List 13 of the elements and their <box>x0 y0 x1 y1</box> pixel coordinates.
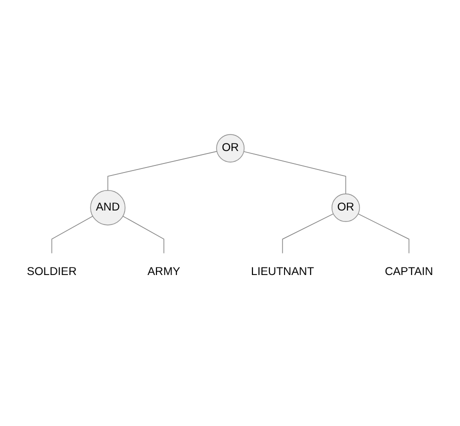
node-text: CAPTAIN <box>384 266 434 278</box>
node-circle <box>332 194 360 222</box>
connector <box>122 216 164 254</box>
connector <box>243 151 346 194</box>
connector <box>358 213 410 254</box>
node-text: ARMY <box>147 266 180 278</box>
node-text: SOLDIER <box>26 266 77 278</box>
node-circle <box>216 134 245 162</box>
connector <box>107 151 218 191</box>
connector <box>51 216 94 254</box>
node-circle <box>90 190 126 226</box>
connector <box>282 213 334 254</box>
node-text: LIEUTNANT <box>251 266 314 278</box>
